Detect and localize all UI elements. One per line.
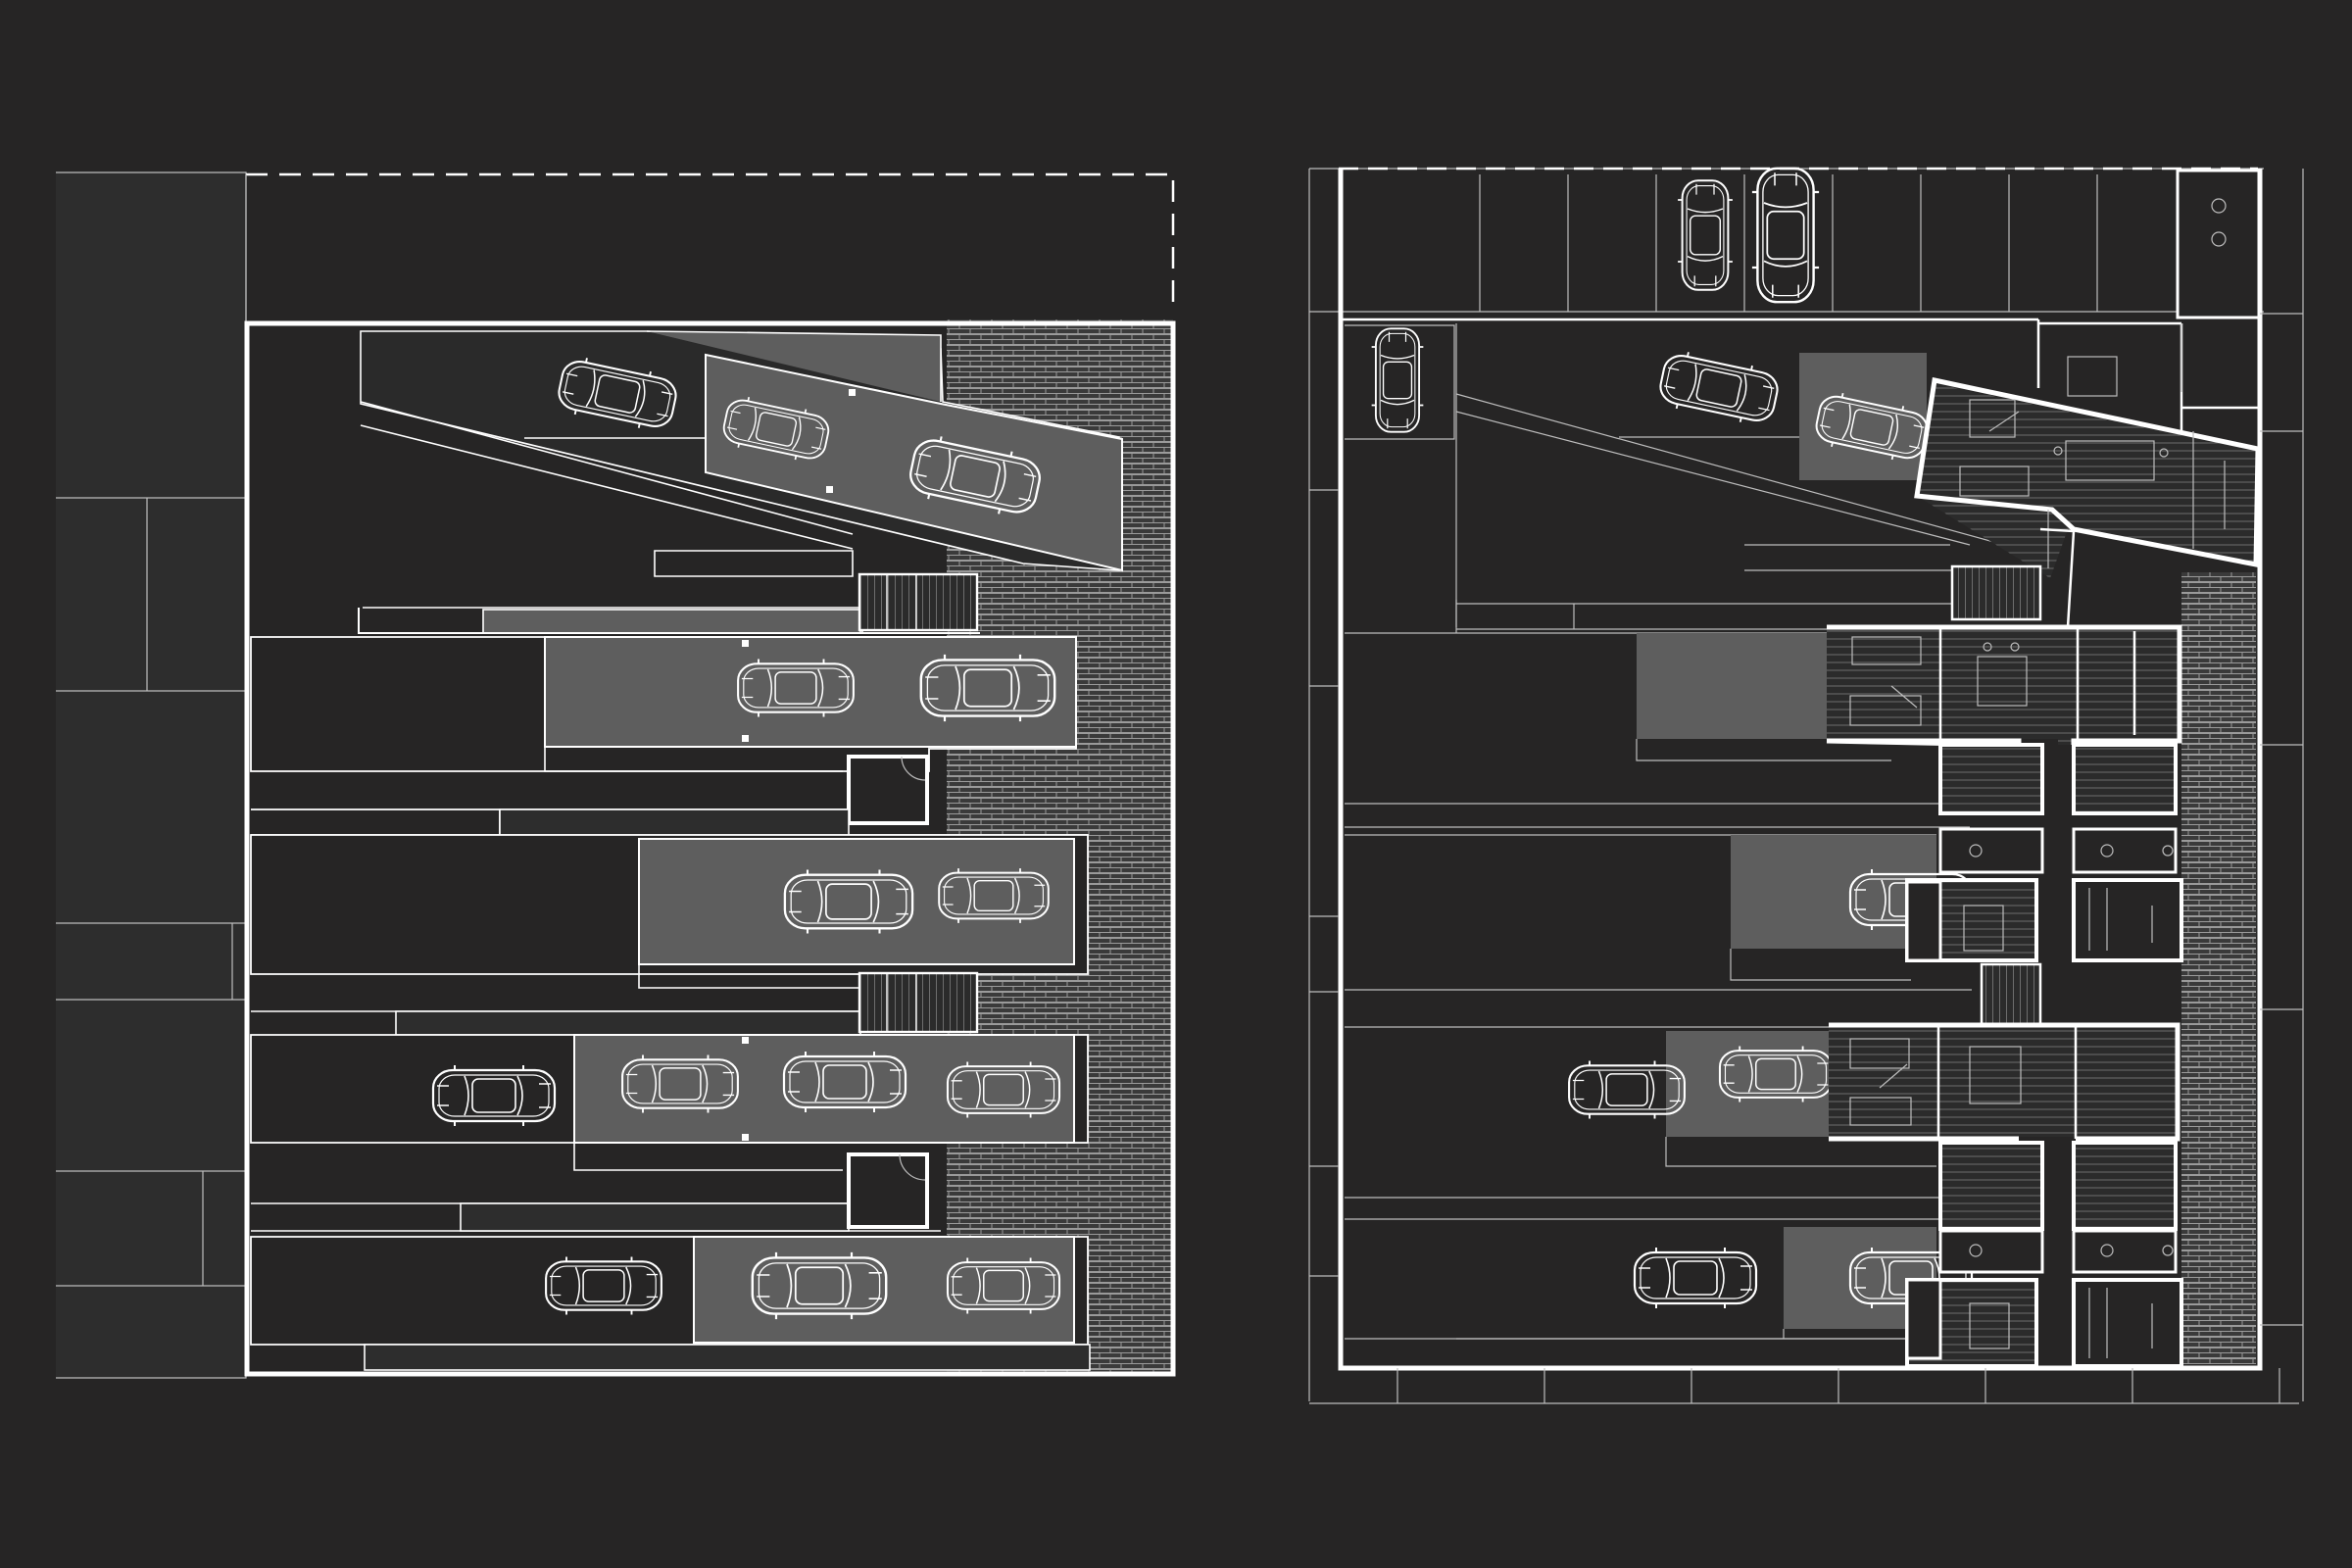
parking-row-2	[250, 636, 1077, 772]
neighbour-blocks-left	[56, 172, 247, 1379]
basement-outer-wall	[244, 320, 1176, 1377]
ghost-parking-rows	[1345, 323, 2020, 1340]
corner-room-top-right	[2176, 169, 2262, 319]
columns	[742, 389, 856, 1141]
stair-1	[858, 572, 979, 632]
stair-core-1	[1950, 527, 2076, 628]
site-boundary-dashed	[246, 172, 1175, 312]
basement-parking-plan	[56, 172, 1176, 1379]
ground-outer-wall	[1338, 169, 2263, 1371]
bay-tabs	[1905, 880, 1942, 1360]
stair-2	[858, 971, 979, 1034]
dwelling-units-lower	[1829, 1022, 2183, 1368]
storage-box-1	[847, 755, 929, 825]
storage-box-2	[847, 1152, 929, 1229]
dwelling-unit-angled	[1914, 319, 2261, 578]
stair-core-2	[1980, 962, 2042, 1027]
parking-row-3	[250, 834, 1089, 1036]
ground-floor-plan	[1308, 167, 2304, 1404]
street-parking-top	[1309, 167, 2264, 313]
parking-row-5	[250, 1236, 1091, 1371]
dwelling-units-center	[1826, 624, 2183, 962]
